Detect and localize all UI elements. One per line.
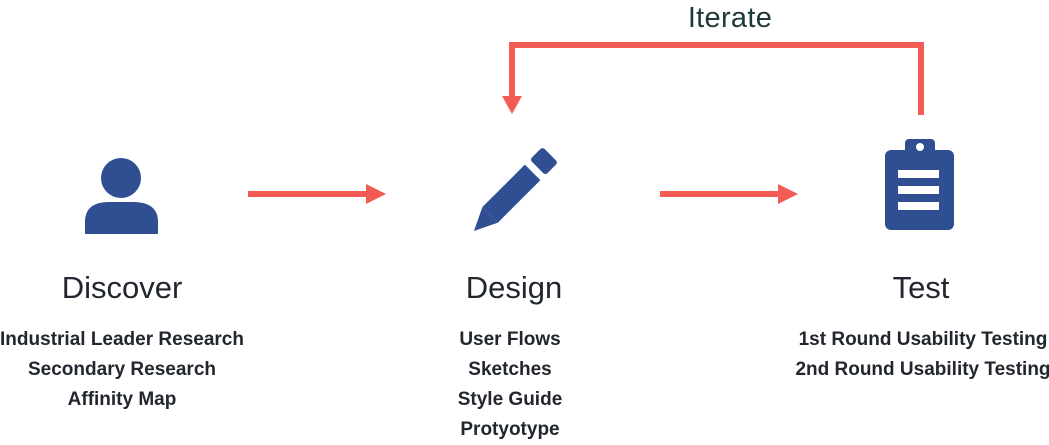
iterate-arrowhead [502,96,522,114]
stage-title-discover: Discover [61,270,183,305]
list-item: Sketches [468,359,552,380]
stage-title-design: Design [465,270,563,305]
list-item: Protyotype [460,419,560,440]
list-item: Style Guide [457,389,563,410]
stage-title-test: Test [892,270,950,305]
stage-list-discover: Industrial Leader Research Secondary Res… [0,325,282,415]
stage-list-design: User Flows Sketches Style Guide Protyoty… [350,325,670,445]
list-item: Affinity Map [67,389,177,410]
design-to-test-arrowhead [778,184,798,204]
iterate-loop-arrow [509,42,924,115]
user-icon [85,158,158,234]
list-item: Industrial Leader Research [0,329,244,350]
list-item: 1st Round Usability Testing [798,329,1048,350]
discover-to-design-arrowhead [366,184,386,204]
list-item: User Flows [459,329,561,350]
list-item: Secondary Research [28,359,216,380]
list-item: 2nd Round Usability Testing [795,359,1049,380]
iterate-label: Iterate [687,2,773,34]
pencil-icon [473,148,557,232]
stage-list-test: 1st Round Usability Testing 2nd Round Us… [763,325,1049,385]
clipboard-icon [885,139,954,230]
